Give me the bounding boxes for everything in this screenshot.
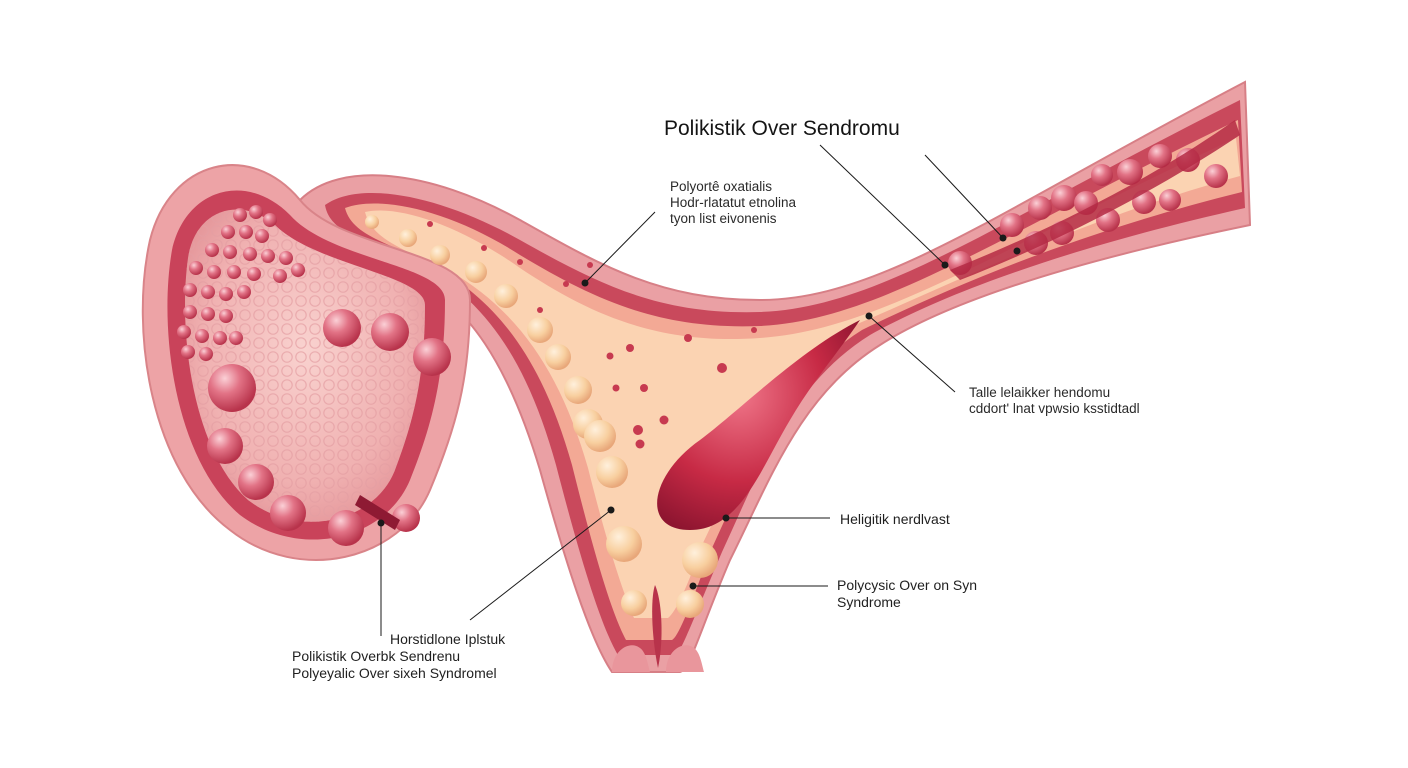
label-line: Talle lelaikker hendomu [969,385,1111,400]
label-right-middle: Heligitik nerdlvast [840,511,950,528]
label-line: Syndrome [837,594,901,610]
label-right-upper: Talle lelaikker hendomu cddort' lnat vpw… [969,385,1140,417]
leader-lines [377,144,1021,636]
follicles [365,215,718,618]
cyst-cluster [177,205,305,361]
dots [427,221,757,449]
label-line: Horstidlone Iplstuk [390,631,506,647]
label-line: Polikistik Overbk Sendrenu [292,648,461,664]
label-bottom-left: Horstidlone Iplstuk Polikistik Overbk Se… [292,631,505,682]
ovary-vessel [355,495,400,530]
label-line: Polycysic Over on Syn [837,577,978,593]
label-top-left: Polyortê oxatialis Hodr-rlatatut etnolin… [670,179,796,227]
teardrop-structure [657,320,860,530]
label-right-lower: Polycysic Over on Syn Syndrome [837,577,977,611]
label-line: Polyeyalic Over sixeh Syndromel [292,665,497,681]
label-line: tyon list eivonenis [670,211,777,226]
diagram-title: Polikistik Over Sendromu [664,117,900,140]
label-line: cddort' lnat vpwsio ksstidtadl [969,401,1140,416]
label-line: Polyortê oxatialis [670,179,773,194]
large-cysts [207,309,451,546]
tube-vessel [950,120,1240,280]
label-line: Hodr-rlatatut etnolina [670,195,797,210]
label-line: Heligitik nerdlvast [840,511,950,527]
